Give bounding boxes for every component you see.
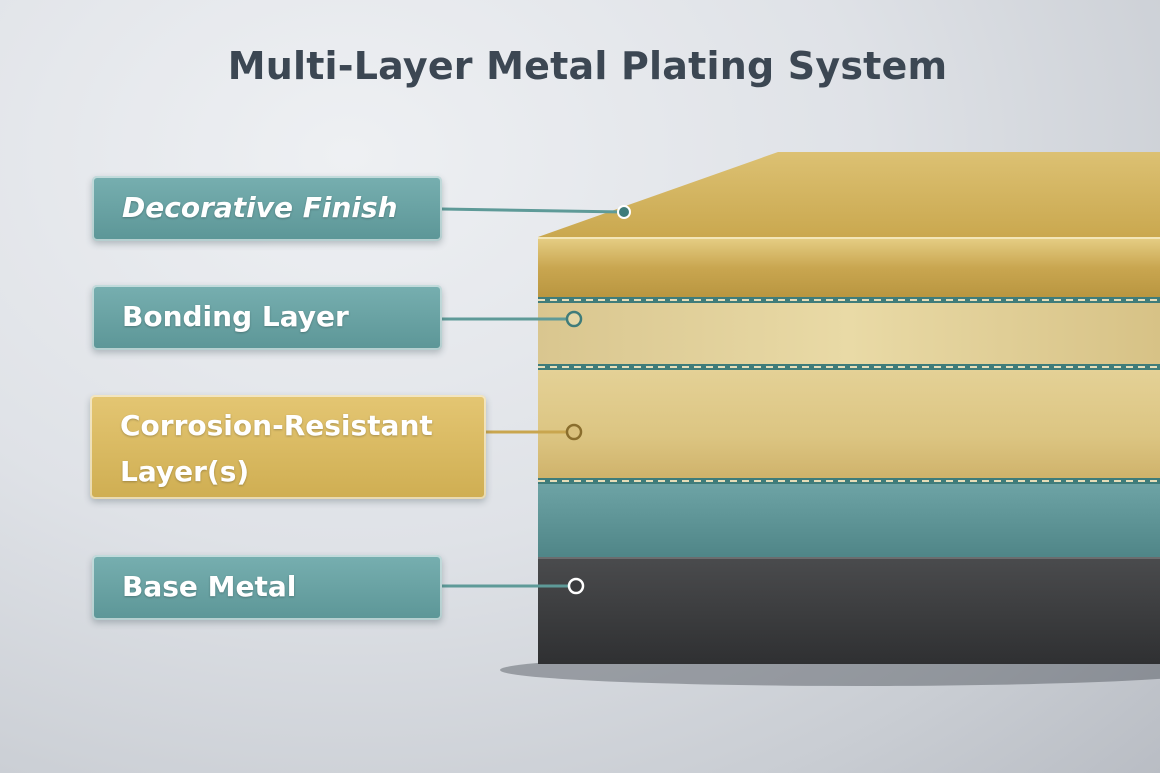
base-metal-layer <box>538 558 1160 664</box>
corrosion-layer-marker <box>565 423 583 441</box>
corrosion-resistant-layer <box>538 370 1160 480</box>
bonding-layer <box>538 303 1160 366</box>
label-base-metal: Base Metal <box>92 555 442 620</box>
decorative-finish-front <box>538 237 1160 299</box>
leader-endpoints <box>565 205 631 595</box>
decorative-finish-top-face <box>538 152 1160 237</box>
decorative-finish-marker <box>617 205 631 219</box>
label-corrosion-line-1: Corrosion-Resistant <box>120 409 433 442</box>
bonding-layer-marker <box>565 310 583 328</box>
label-corrosion-resistant-layers: Corrosion-Resistant Layer(s) <box>90 395 486 499</box>
label-decorative-finish: Decorative Finish <box>92 176 442 241</box>
base-metal-marker <box>567 577 585 595</box>
label-bonding-layer: Bonding Layer <box>92 285 442 350</box>
diagram-title: Multi-Layer Metal Plating System <box>227 44 948 88</box>
leader-lines <box>441 207 625 588</box>
label-corrosion-line-2: Layer(s) <box>120 455 250 488</box>
teal-plating-layer <box>538 484 1160 558</box>
